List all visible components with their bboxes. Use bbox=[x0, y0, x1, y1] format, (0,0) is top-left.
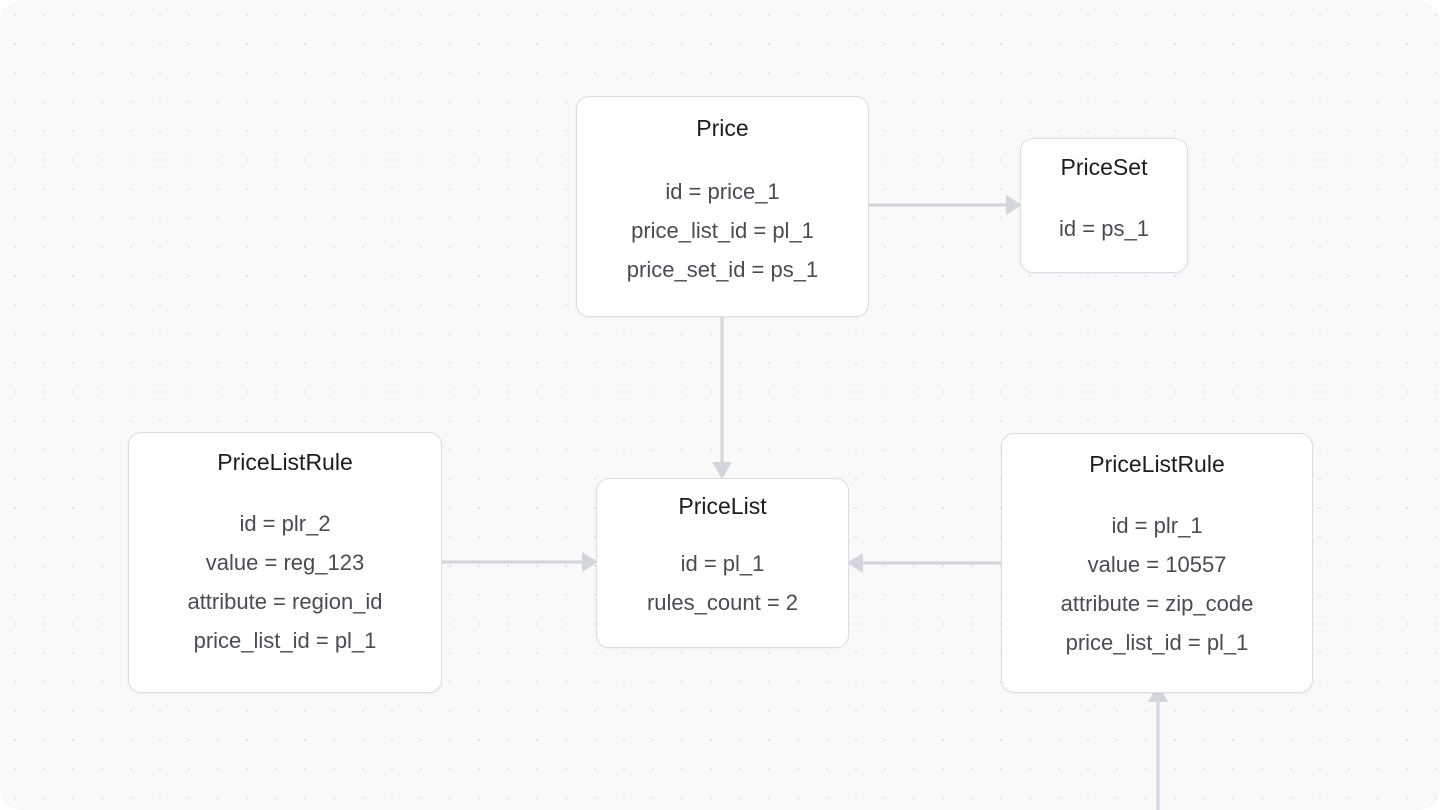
node-pricelist-field-id: id = pl_1 bbox=[680, 551, 765, 576]
node-price-field-price-list-id: price_list_id = pl_1 bbox=[631, 218, 814, 243]
edge-plr-left-to-pricelist bbox=[442, 552, 598, 572]
node-pricelistrule-right-field-attribute: attribute = zip_code bbox=[1060, 591, 1254, 616]
node-pricelistrule-right-title: PriceListRule bbox=[1089, 451, 1225, 477]
node-priceset-fields: id = ps_1 bbox=[1021, 209, 1187, 248]
node-pricelistrule-left-field-id: id = plr_2 bbox=[239, 511, 331, 536]
node-price-fields: id = price_1 price_list_id = pl_1 price_… bbox=[577, 172, 868, 289]
node-pricelistrule-left-title: PriceListRule bbox=[217, 449, 353, 475]
node-pricelistrule-left-fields: id = plr_2 value = reg_123 attribute = r… bbox=[129, 504, 441, 660]
node-pricelistrule-left[interactable]: PriceListRule id = plr_2 value = reg_123… bbox=[128, 432, 442, 693]
node-priceset-title: PriceSet bbox=[1060, 154, 1148, 180]
node-pricelistrule-right-field-id: id = plr_1 bbox=[1111, 513, 1203, 538]
node-pricelist-fields: id = pl_1 rules_count = 2 bbox=[597, 544, 848, 622]
node-pricelistrule-right-field-price-list-id: price_list_id = pl_1 bbox=[1065, 630, 1249, 655]
edge-price-to-priceset bbox=[869, 195, 1022, 215]
node-price-field-id: id = price_1 bbox=[665, 179, 780, 204]
edge-price-to-pricelist bbox=[712, 317, 732, 479]
edge-incoming-to-plr-right bbox=[1148, 684, 1168, 810]
node-priceset-field-id: id = ps_1 bbox=[1059, 216, 1149, 241]
node-pricelistrule-left-field-price-list-id: price_list_id = pl_1 bbox=[193, 628, 377, 653]
node-pricelistrule-left-field-attribute: attribute = region_id bbox=[187, 589, 383, 614]
node-pricelist-title: PriceList bbox=[678, 493, 767, 519]
node-priceset[interactable]: PriceSet id = ps_1 bbox=[1020, 138, 1188, 273]
node-pricelist[interactable]: PriceList id = pl_1 rules_count = 2 bbox=[596, 478, 849, 648]
node-price-field-price-set-id: price_set_id = ps_1 bbox=[626, 257, 819, 282]
node-pricelistrule-right-field-value: value = 10557 bbox=[1087, 552, 1227, 577]
node-price[interactable]: Price id = price_1 price_list_id = pl_1 … bbox=[576, 96, 869, 317]
node-pricelistrule-right[interactable]: PriceListRule id = plr_1 value = 10557 a… bbox=[1001, 433, 1313, 693]
edge-plr-right-to-pricelist bbox=[847, 553, 1001, 573]
node-price-title: Price bbox=[696, 115, 749, 141]
node-pricelistrule-right-fields: id = plr_1 value = 10557 attribute = zip… bbox=[1002, 506, 1312, 662]
node-pricelist-field-rules-count: rules_count = 2 bbox=[646, 590, 799, 615]
node-pricelistrule-left-field-value: value = reg_123 bbox=[205, 550, 365, 575]
